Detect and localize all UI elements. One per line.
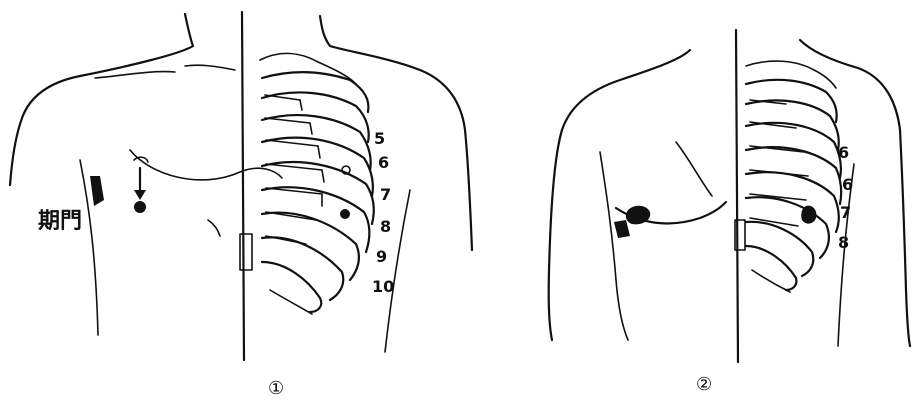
figure-2-rib-number: 6 — [842, 175, 853, 194]
figure-2-rib-number: 6 — [838, 143, 849, 162]
figure-1-point-dot — [134, 201, 146, 213]
figure-2-rib-number: 7 — [840, 203, 851, 222]
figure-2-midline — [736, 30, 738, 362]
figure-1-rib-number: 6 — [378, 153, 389, 172]
figure-2-torso-outline — [549, 40, 910, 346]
figure-1-rib-number: 10 — [372, 277, 394, 296]
figure-1-rib-numbers: 5 6 7 8 9 10 — [372, 129, 394, 296]
figure-1-side-mark — [90, 176, 104, 206]
figure-2-rib-point-dot — [801, 206, 816, 224]
figure-2-rib-cage — [735, 61, 841, 292]
figure-1-torso-outline — [10, 14, 472, 352]
figure-1-rib-cage — [240, 53, 374, 314]
figure-2: 6 6 7 8 ② — [549, 30, 910, 395]
figure-1-caption: ① — [268, 378, 284, 399]
figure-1-midline — [242, 12, 244, 360]
figure-2-rib-number: 8 — [838, 233, 849, 252]
figure-1-rib-number: 5 — [374, 129, 385, 148]
figure-1-point-label: 期門 — [38, 209, 82, 234]
figure-1-rib-number: 9 — [376, 247, 387, 266]
figure-1-rib-point-dot — [340, 209, 350, 219]
figure-1: 期門 5 6 7 8 9 10 ① — [10, 12, 472, 399]
figure-1-acupoint-qimen — [90, 157, 350, 219]
figure-1-rib-number: 7 — [380, 185, 391, 204]
figure-2-caption: ② — [696, 374, 712, 395]
figure-1-rib-number: 8 — [380, 217, 391, 236]
figure-1-arrow-head — [134, 190, 146, 200]
figure-2-side-mark — [614, 220, 630, 238]
